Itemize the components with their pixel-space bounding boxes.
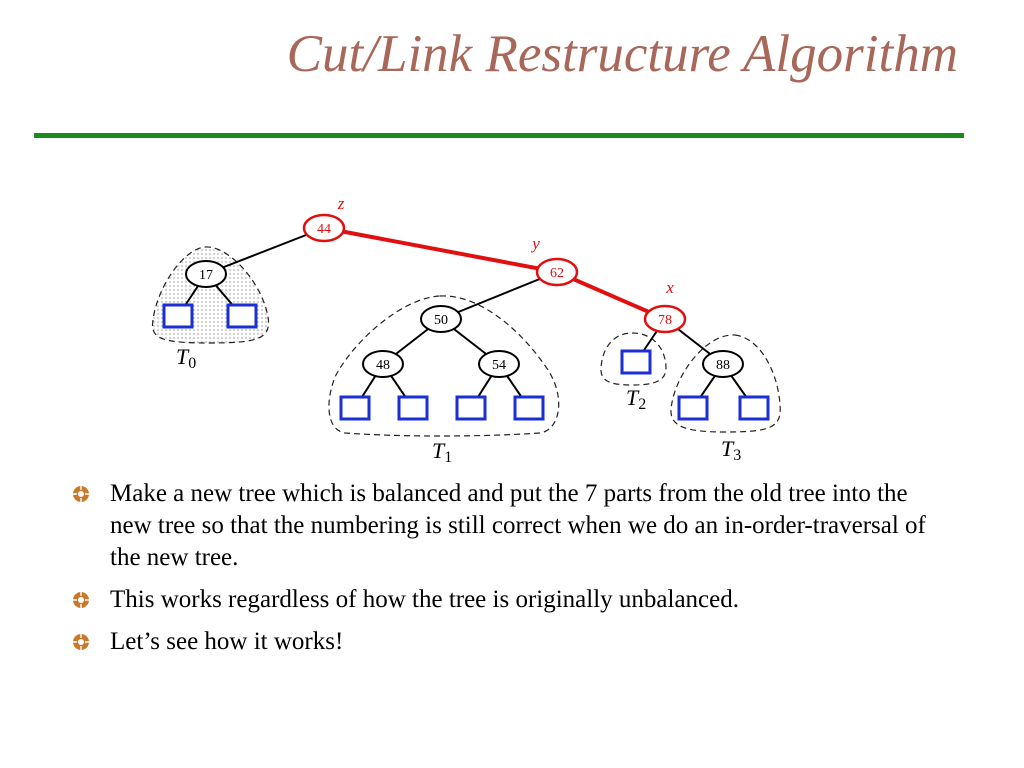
bullet-item: Make a new tree which is balanced and pu… bbox=[72, 478, 932, 574]
node-44: 44 bbox=[302, 213, 346, 243]
bullet-text: This works regardless of how the tree is… bbox=[110, 586, 739, 613]
subtree-t2-label: T2 bbox=[626, 385, 646, 413]
subtree-t3-outline bbox=[670, 334, 781, 433]
node-62: 62 bbox=[535, 257, 579, 287]
node-17-label: 17 bbox=[199, 268, 213, 283]
leaf-node bbox=[397, 395, 429, 421]
leaf-node bbox=[455, 395, 487, 421]
pointer-z-label: z bbox=[337, 194, 345, 213]
node-48-label: 48 bbox=[376, 358, 390, 373]
edge-62-78-highlight bbox=[556, 270, 666, 321]
node-78-label: 78 bbox=[658, 313, 672, 328]
bullet-list: Make a new tree which is balanced and pu… bbox=[72, 478, 932, 668]
slide-title: Cut/Link Restructure Algorithm bbox=[286, 25, 958, 83]
node-54-label: 54 bbox=[492, 358, 506, 373]
bullet-icon bbox=[73, 592, 89, 608]
leaf-node bbox=[162, 303, 194, 329]
leaf-node bbox=[339, 395, 371, 421]
edge-44-62-highlight bbox=[323, 226, 558, 274]
node-50: 50 bbox=[420, 305, 462, 333]
node-48: 48 bbox=[362, 350, 404, 378]
bullet-icon bbox=[73, 634, 89, 650]
subtree-t1-outline bbox=[328, 295, 560, 437]
node-88-label: 88 bbox=[716, 358, 730, 373]
pointer-y-label: y bbox=[530, 234, 540, 253]
leaf-node bbox=[677, 395, 709, 421]
subtree-t3-label: T3 bbox=[721, 436, 741, 464]
edge-44-17 bbox=[205, 227, 325, 275]
node-88: 88 bbox=[702, 350, 744, 378]
leaf-node bbox=[226, 303, 258, 329]
node-17: 17 bbox=[185, 260, 227, 288]
leaf-node bbox=[513, 395, 545, 421]
leaf-node bbox=[738, 395, 770, 421]
bullet-text: Let’s see how it works! bbox=[110, 628, 344, 655]
subtree-t0-label: T0 bbox=[176, 344, 196, 372]
bullet-item: Let’s see how it works! bbox=[72, 626, 932, 658]
node-44-label: 44 bbox=[317, 222, 331, 237]
pointer-x-label: x bbox=[665, 278, 674, 297]
bullet-text: Make a new tree which is balanced and pu… bbox=[110, 480, 926, 571]
node-54: 54 bbox=[478, 350, 520, 378]
node-78: 78 bbox=[643, 304, 687, 334]
bullet-item: This works regardless of how the tree is… bbox=[72, 584, 932, 616]
subtree-t1-label: T1 bbox=[432, 438, 452, 466]
bullet-icon bbox=[73, 486, 89, 502]
leaf-node bbox=[620, 349, 652, 375]
node-50-label: 50 bbox=[434, 313, 448, 328]
title-divider bbox=[34, 133, 964, 138]
subtree-t2-outline bbox=[600, 332, 667, 386]
edge-62-50 bbox=[440, 271, 558, 320]
node-62-label: 62 bbox=[550, 266, 564, 281]
